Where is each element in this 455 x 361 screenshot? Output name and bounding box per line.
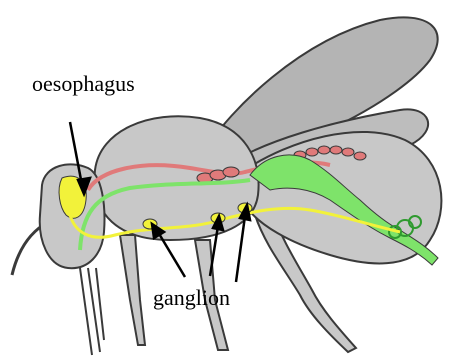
label-ganglion: ganglion [153, 285, 230, 310]
front-leg [120, 235, 145, 345]
thorax [94, 116, 258, 240]
label-oesophagus: oesophagus [32, 71, 135, 96]
mouthparts [80, 268, 104, 355]
